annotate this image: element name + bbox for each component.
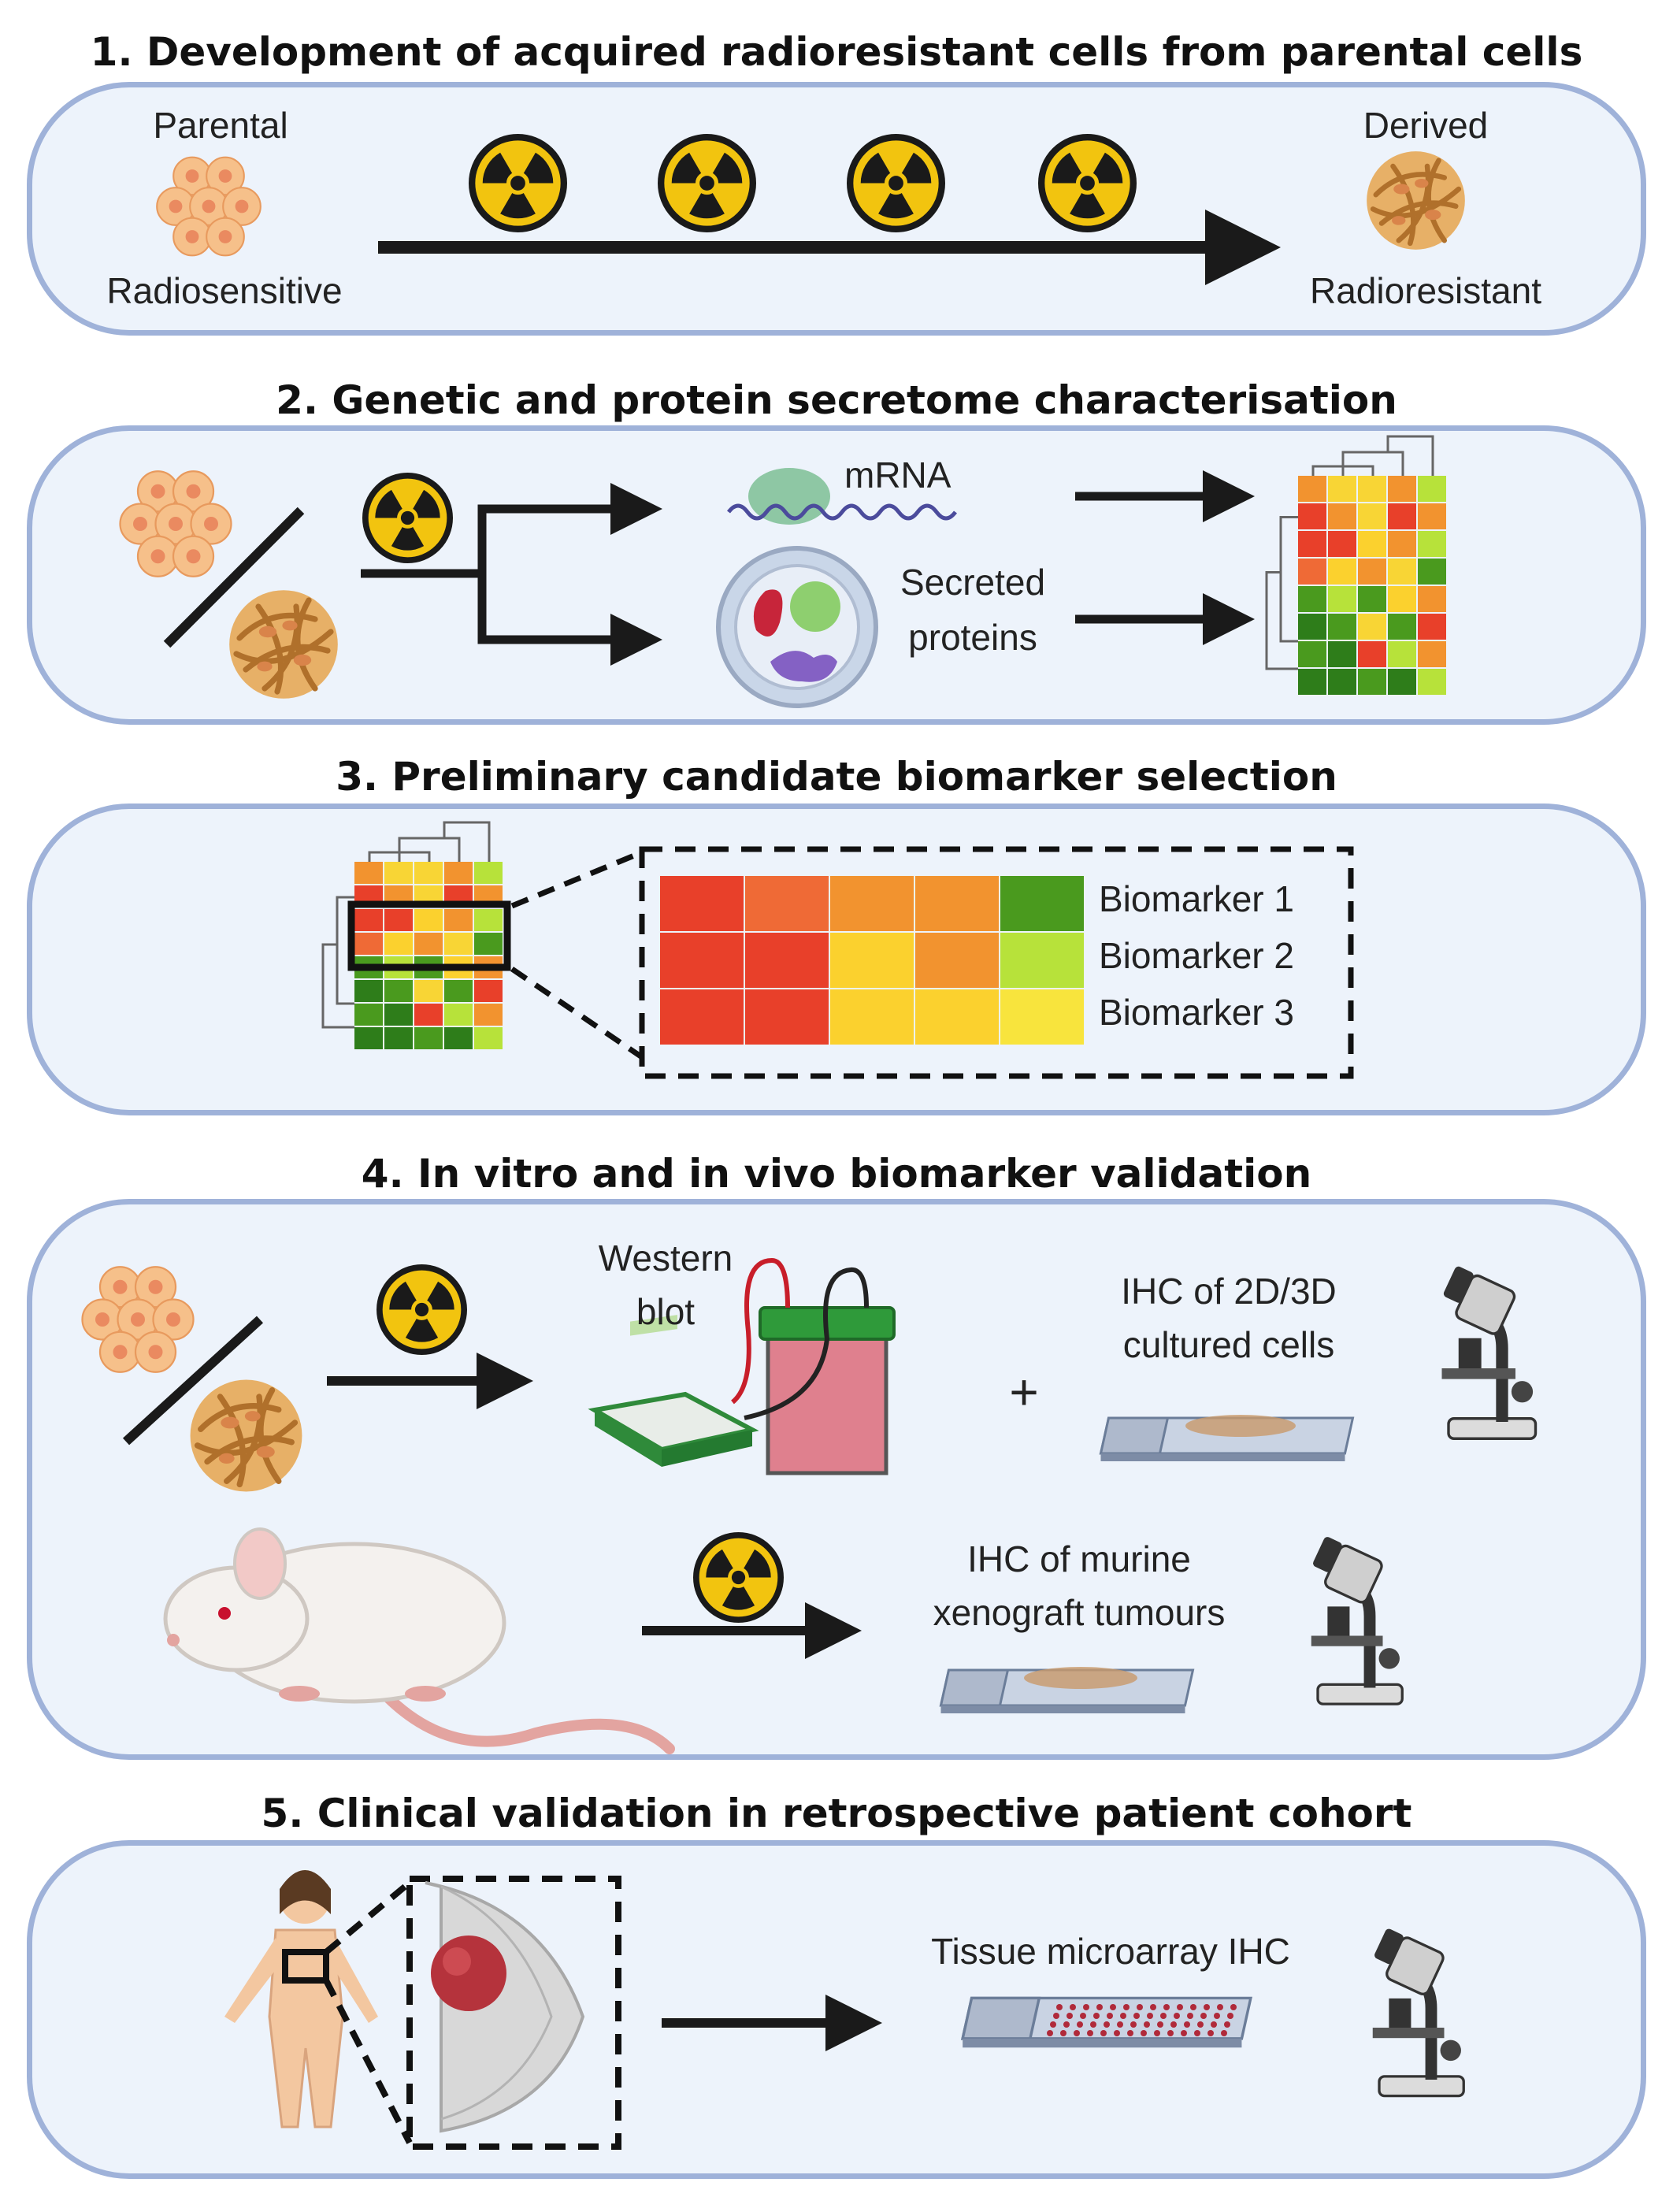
step-4-title: 4. In vitro and in vivo biomarker valida… <box>361 1151 1312 1197</box>
step-2-title: 2. Genetic and protein secretome charact… <box>276 377 1397 423</box>
label-ihc-cells-1: IHC of 2D/3D <box>1121 1271 1337 1312</box>
label-plus: + <box>1009 1364 1039 1420</box>
western-blot-icon <box>588 1257 896 1475</box>
microscope-icon <box>1311 1535 1403 1704</box>
biomarker-heatmap-cell <box>830 989 914 1045</box>
biomarker-heatmap-cell <box>1000 933 1084 988</box>
biomarker-heatmap-cell <box>660 933 744 988</box>
biomarker-heatmap-cell <box>1000 876 1084 931</box>
biomarker-heatmap <box>660 876 1084 1045</box>
radiation-icon <box>380 1267 464 1352</box>
biomarker-heatmap-cell <box>660 876 744 931</box>
biomarker-heatmap-cell <box>915 933 999 988</box>
label-parental: Parental <box>153 105 288 146</box>
parental-cells-icon <box>81 1266 195 1373</box>
patient-icon <box>224 1870 378 2128</box>
secreted-proteins-icon <box>716 546 878 708</box>
radiation-icon <box>365 476 450 560</box>
biomarker-heatmap-cell <box>745 876 829 931</box>
zoom-box <box>639 846 1354 1079</box>
step-1-title: 1. Development of acquired radioresistan… <box>90 29 1583 75</box>
label-radioresistant: Radioresistant <box>1309 270 1542 311</box>
parental-cells-icon <box>119 470 232 577</box>
breast-tissue-icon <box>425 1881 585 2133</box>
biomarker-heatmap-cell <box>915 876 999 931</box>
label-blot: blot <box>636 1291 696 1332</box>
highlight-box <box>347 900 511 971</box>
radioresistant-cells-icon <box>191 1380 302 1492</box>
radiation-icon <box>1041 137 1133 229</box>
label-derived: Derived <box>1363 105 1489 146</box>
label-ihc-murine-1: IHC of murine <box>967 1538 1191 1579</box>
microscope-icon <box>1442 1265 1536 1438</box>
radiation-icon <box>850 137 942 229</box>
radiation-icon <box>661 137 753 229</box>
zoom-box-breast <box>406 1876 621 2150</box>
radioresistant-cells-icon <box>1367 151 1465 250</box>
parental-cells-icon <box>156 156 262 257</box>
mrna-icon <box>727 468 957 525</box>
biomarker-heatmap-cell <box>915 989 999 1045</box>
label-ihc-murine-2: xenograft tumours <box>933 1592 1226 1633</box>
label-western: Western <box>598 1238 733 1279</box>
radiation-icon <box>472 137 564 229</box>
divider-slash <box>163 507 305 648</box>
label-radiosensitive: Radiosensitive <box>106 270 343 311</box>
label-mrna: mRNA <box>844 455 951 495</box>
microscope-icon <box>1373 1928 1464 2096</box>
heatmap-icon <box>1265 435 1446 695</box>
label-secreted: Secreted <box>900 562 1046 603</box>
heatmap-icon <box>321 821 503 1049</box>
label-proteins: proteins <box>908 617 1037 658</box>
label-tma: Tissue microarray IHC <box>931 1931 1290 1972</box>
mouse-icon <box>163 1527 675 1754</box>
biomarker-heatmap-cell <box>745 989 829 1045</box>
biomarker-heatmap-cell <box>745 933 829 988</box>
label-biomarker-1: Biomarker 1 <box>1099 878 1294 919</box>
radioresistant-cells-icon <box>229 590 338 699</box>
radiation-icon <box>696 1535 781 1620</box>
step-3-title: 3. Preliminary candidate biomarker selec… <box>336 754 1337 800</box>
biomarker-heatmap-cell <box>830 876 914 931</box>
biomarker-heatmap-cell <box>660 989 744 1045</box>
biomarker-heatmap-cell <box>1000 989 1084 1045</box>
label-biomarker-3: Biomarker 3 <box>1099 992 1294 1033</box>
step-5-title: 5. Clinical validation in retrospective … <box>261 1791 1412 1836</box>
label-ihc-cells-2: cultured cells <box>1122 1324 1335 1365</box>
biomarker-heatmap-cell <box>830 933 914 988</box>
label-biomarker-2: Biomarker 2 <box>1099 935 1294 976</box>
